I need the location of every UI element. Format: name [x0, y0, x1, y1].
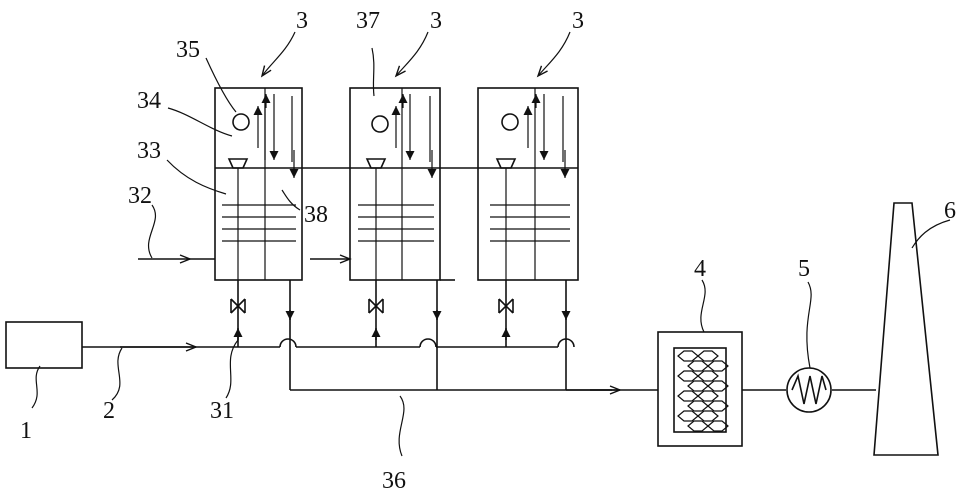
port-circle	[372, 116, 388, 132]
label-unit-1: 3	[296, 8, 308, 34]
port-circle	[502, 114, 518, 130]
label-heater: 5	[798, 256, 810, 282]
label-port: 35	[176, 37, 200, 63]
trays	[490, 205, 570, 241]
pipe-crossover	[280, 339, 296, 347]
nozzle	[497, 159, 515, 168]
port-circle	[233, 114, 249, 130]
filter-unit	[658, 332, 742, 446]
nozzle	[229, 159, 247, 168]
chimney	[874, 203, 938, 455]
label-unit-2: 3	[430, 8, 442, 34]
label-valve: 31	[210, 398, 234, 424]
trays	[358, 205, 434, 241]
label-chimney: 6	[944, 198, 956, 224]
label-inlet-pipe: 2	[103, 398, 115, 424]
label-lower-chamber: 38	[304, 202, 328, 228]
trays	[222, 205, 296, 241]
label-unit-3: 3	[572, 8, 584, 34]
label-feed-pipe: 32	[128, 183, 152, 209]
leader-lines	[32, 32, 950, 456]
unit-2	[340, 88, 478, 390]
pipe-crossover	[420, 339, 436, 347]
label-filter: 4	[694, 256, 706, 282]
label-trays: 33	[137, 138, 161, 164]
source-box	[6, 322, 82, 368]
unit-1	[215, 88, 340, 390]
nozzle	[367, 159, 385, 168]
label-outlet-pipe: 36	[382, 468, 406, 494]
label-source: 1	[20, 418, 32, 444]
heater	[787, 368, 831, 412]
label-nozzle: 34	[137, 88, 161, 114]
unit-3	[478, 88, 578, 390]
label-upper-chamber: 37	[356, 8, 380, 34]
